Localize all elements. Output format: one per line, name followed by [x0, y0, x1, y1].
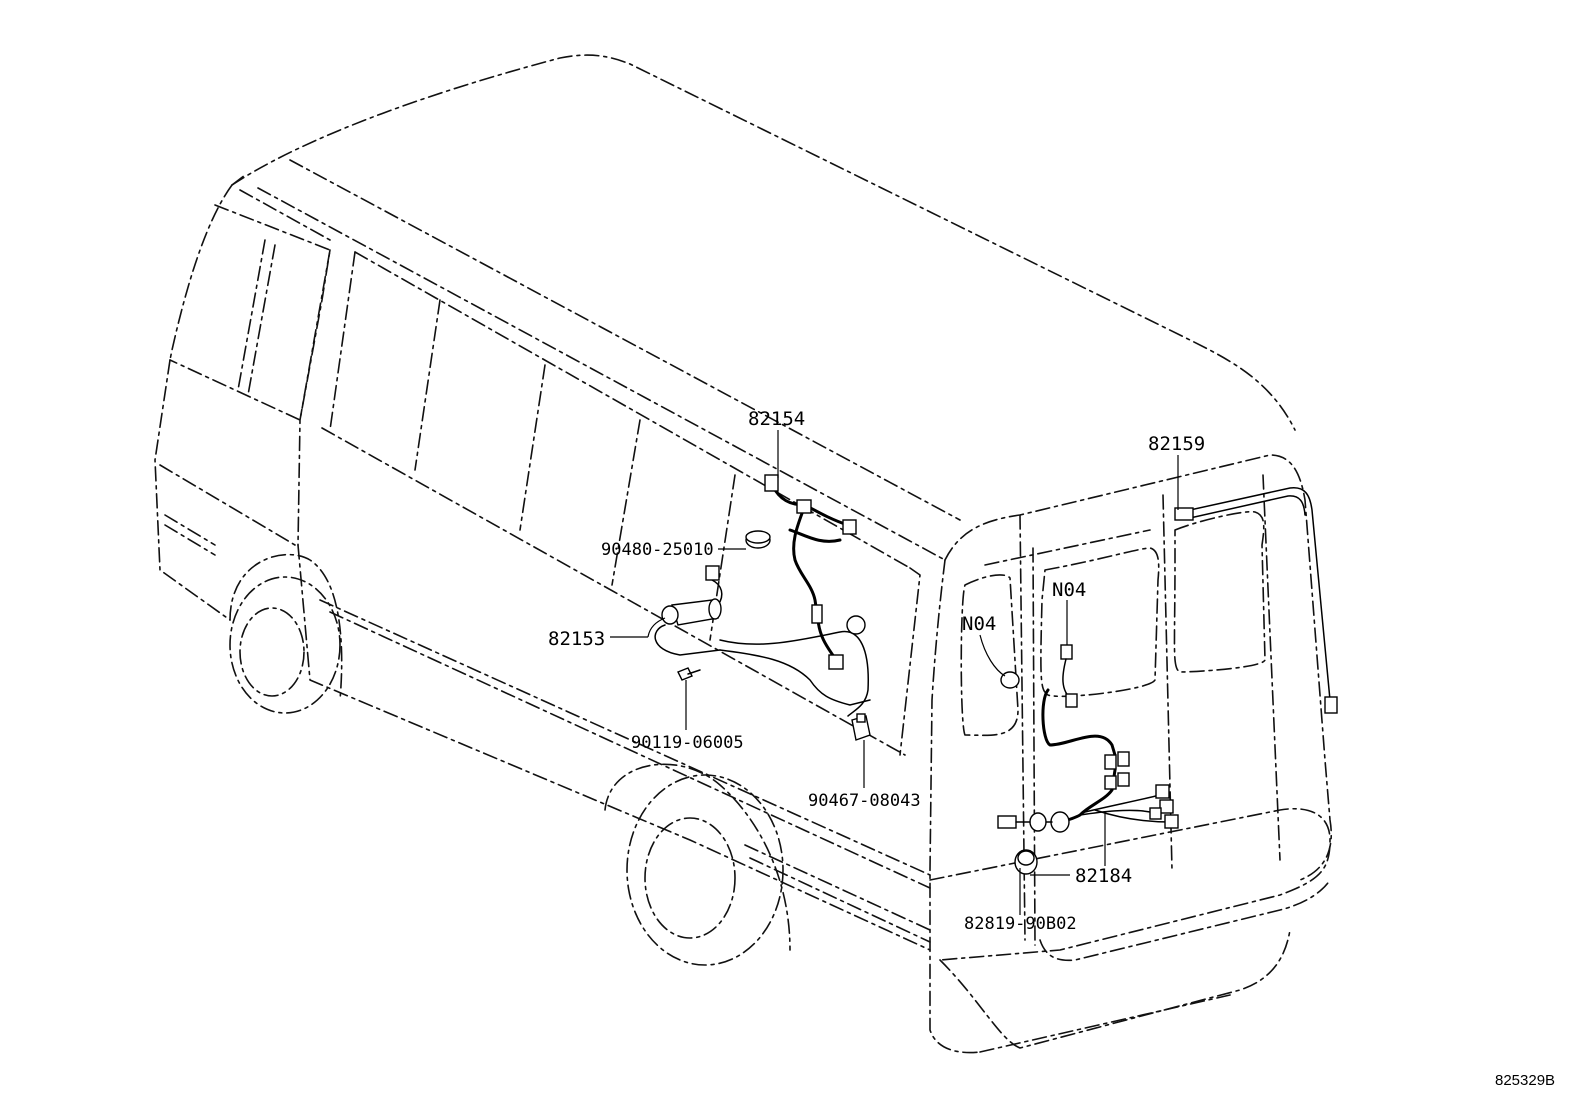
label-82153: 82153 [548, 628, 605, 650]
label-82819-90b02: 82819-90B02 [964, 914, 1077, 934]
connector-82159 [1174, 507, 1194, 521]
rear-harness [997, 487, 1338, 875]
leader-lines [610, 430, 1179, 915]
label-90119-06005: 90119-06005 [631, 733, 744, 753]
label-82159: 82159 [1148, 433, 1205, 455]
label-90467-08043: 90467-08043 [808, 791, 921, 811]
connector-82184-left [997, 815, 1017, 829]
label-82154: 82154 [748, 408, 805, 430]
label-n04-left: N04 [962, 613, 996, 635]
connector-82159-end [1324, 696, 1338, 714]
connector-n04 [1060, 644, 1073, 660]
connector-side-1 [796, 499, 812, 514]
side-harness [654, 474, 871, 741]
label-n04-right: N04 [1052, 579, 1086, 601]
connector-side-3 [828, 654, 844, 670]
van-body-outline [154, 54, 1332, 1054]
part-labels: 82154 82159 90480-25010 82153 90119-0600… [548, 408, 1555, 1089]
label-90480-25010: 90480-25010 [601, 540, 714, 560]
connector-side-4 [705, 565, 720, 581]
connector-side-2 [842, 519, 857, 535]
bolt-90119 [677, 667, 693, 681]
label-82184: 82184 [1075, 865, 1132, 887]
figure-id: 825329B [1495, 1072, 1555, 1089]
connector-82154 [764, 474, 779, 492]
grommet-n04-left [1000, 671, 1020, 689]
